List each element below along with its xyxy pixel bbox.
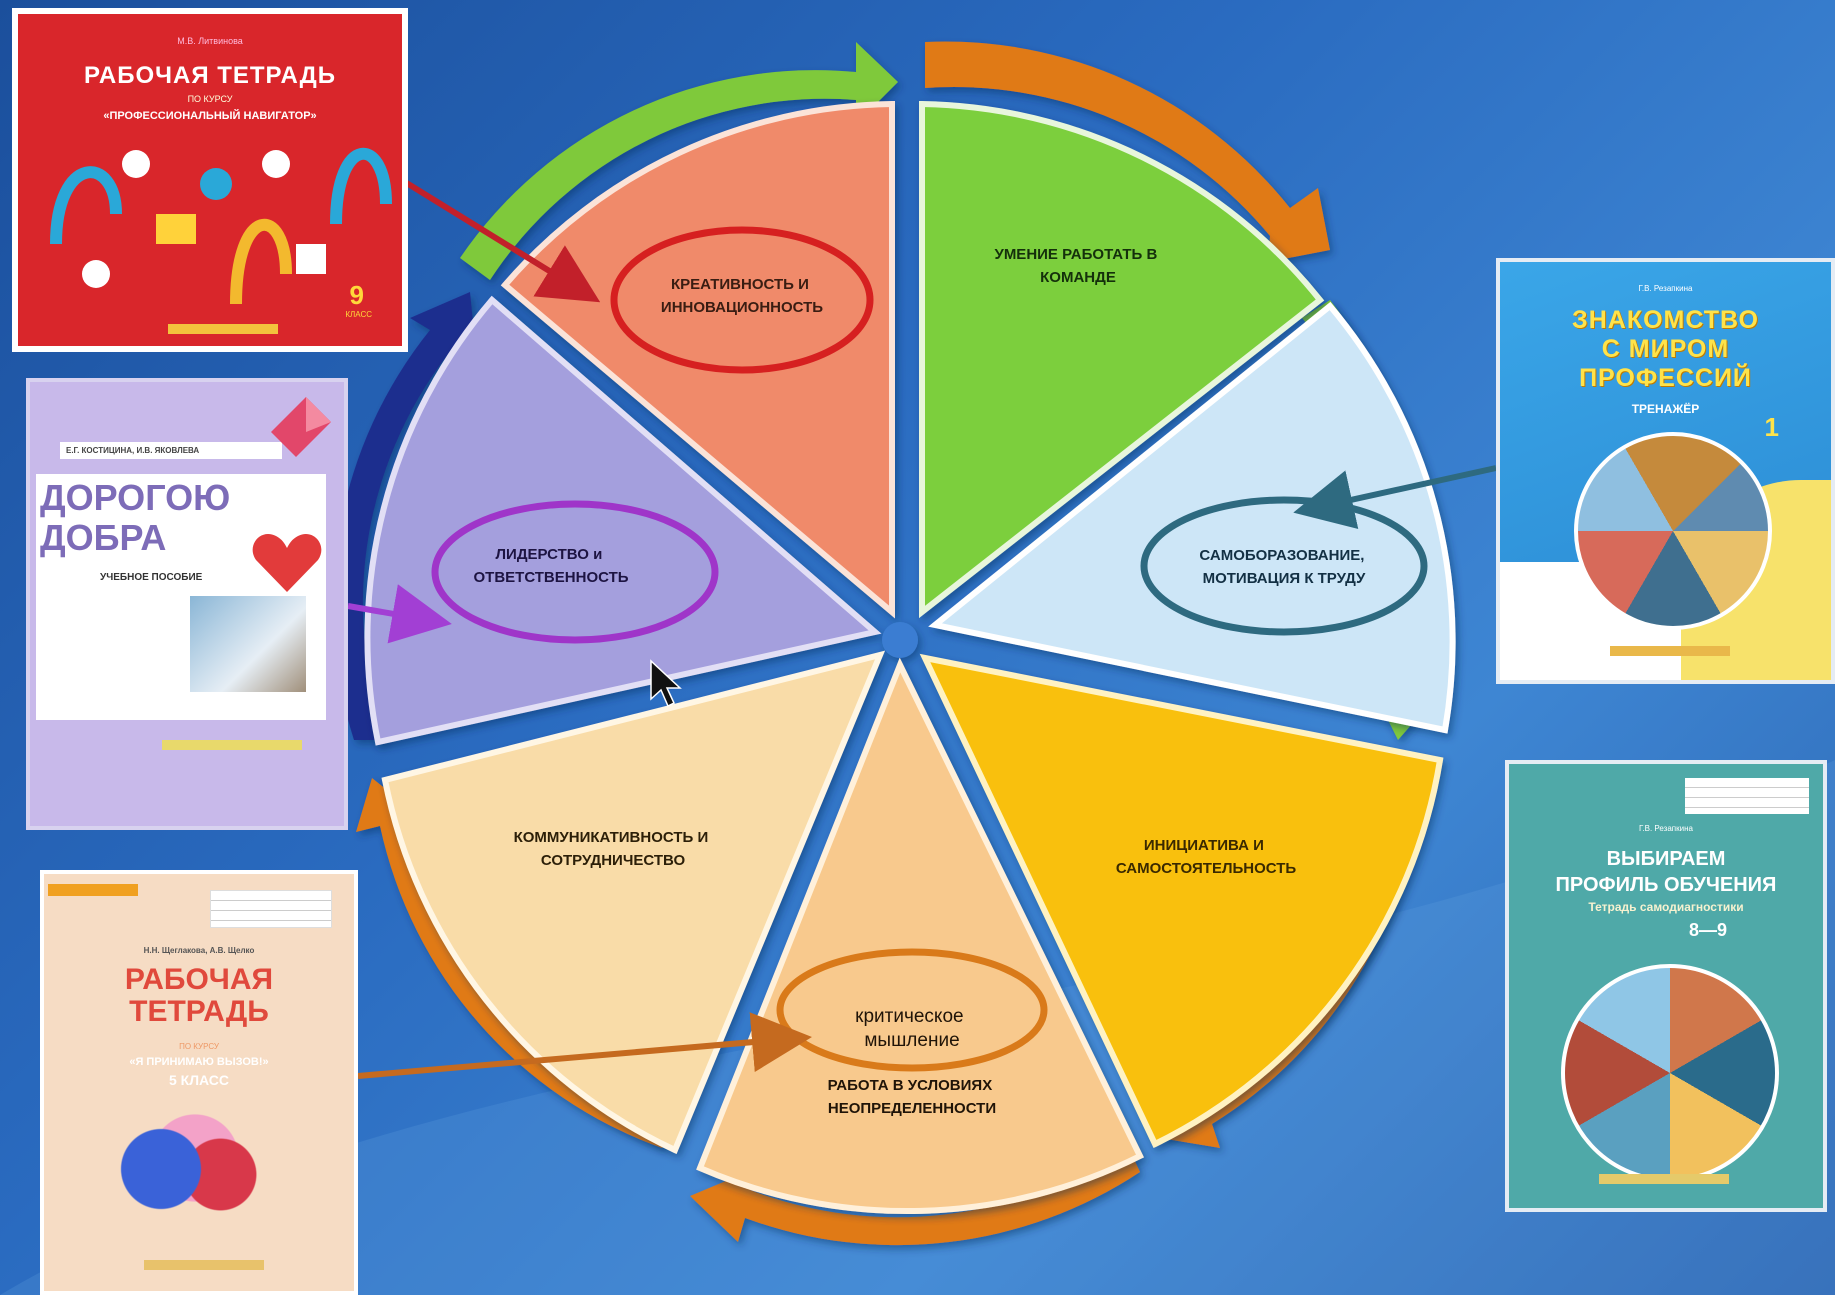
segment-critical[interactable]	[696, 657, 1145, 1215]
book4-band	[1610, 646, 1730, 656]
ring-arrow-orange-left	[356, 778, 676, 1148]
book1-grade: 9	[349, 280, 364, 310]
label-communication: КОММУНИКАТИВНОСТЬ И СОТРУДНИЧЕСТВО	[514, 829, 713, 869]
selfedu-oval	[1140, 496, 1428, 636]
arrow-book2-to-leadership	[347, 584, 452, 644]
book2-photo	[190, 596, 306, 692]
book3-artwork	[110, 1114, 280, 1224]
segment-initiative[interactable]	[919, 653, 1444, 1149]
book1-title: РАБОЧАЯ ТЕТРАДЬ	[83, 62, 337, 89]
segment-teamwork[interactable]	[919, 100, 1325, 619]
arrow-book1-to-creativity	[403, 179, 601, 303]
book5-author: Г.В. Резапкина	[1639, 824, 1693, 833]
book2-subtitle: УЧЕБНОЕ ПОСОБИЕ	[100, 572, 203, 583]
leadership-oval	[431, 500, 719, 644]
book3-subtitle-course: ПО КУРСУ	[179, 1042, 219, 1051]
book5-subtitle: Тетрадь самодиагностики	[1588, 900, 1744, 914]
label-critical-sub: РАБОТА В УСЛОВИЯХ НЕОПРЕДЕЛЕННОСТИ	[828, 1077, 997, 1117]
ring-arrow-green-top	[460, 42, 898, 280]
book5-grade: 8—9	[1689, 920, 1728, 940]
ring-arrow-orange-bottom	[690, 1146, 1140, 1246]
arrow-book3-to-critical	[357, 1012, 812, 1079]
segment-communication[interactable]	[381, 650, 886, 1155]
book5-band	[1599, 1174, 1729, 1184]
label-creativity: КРЕАТИВНОСТЬ И ИННОВАЦИОННОСТЬ	[661, 276, 823, 316]
book4-author: Г.В. Резапкина	[1638, 284, 1693, 293]
wheel-hub	[882, 622, 918, 658]
book1-subtitle-name: «ПРОФЕССИОНАЛЬНЫЙ НАВИГАТОР»	[103, 110, 317, 122]
label-teamwork: УМЕНИЕ РАБОТАТЬ В КОМАНДЕ	[994, 246, 1161, 286]
segment-leadership[interactable]	[364, 295, 882, 746]
book2-grade: 7	[156, 662, 179, 706]
label-critical: критическое мышление	[855, 1006, 969, 1051]
ring-arrow-orange-top	[925, 41, 1330, 262]
arrow-book4-to-selfedu	[1293, 465, 1497, 529]
book1-band	[168, 324, 278, 334]
heart-icon	[252, 534, 322, 592]
book3-band	[144, 1260, 264, 1270]
book5-photo-circle	[1561, 964, 1779, 1182]
label-selfedu: САМОБОРАЗОВАНИЕ, МОТИВАЦИЯ К ТРУДУ	[1199, 547, 1368, 587]
book2-authors: Е.Г. КОСТИЦИНА, И.В. ЯКОВЛЕВА	[60, 442, 282, 459]
origami-crane-icon	[271, 397, 331, 457]
book3-name-lines	[210, 890, 332, 928]
book3-subtitle-name: «Я ПРИНИМАЮ ВЫЗОВ!»	[129, 1056, 269, 1068]
book1-illustration	[50, 147, 392, 305]
label-initiative: ИНИЦИАТИВА И САМОСТОЯТЕЛЬНОСТЬ	[1116, 837, 1297, 877]
book2-band	[162, 740, 302, 750]
label-leadership: ЛИДЕРСТВО и ОТВЕТСТВЕННОСТЬ	[473, 546, 628, 586]
competency-wheel	[364, 100, 1456, 1215]
book1-author: М.В. Литвинова	[177, 36, 243, 46]
book-cover-professional-navigator[interactable]: М.В. Литвинова РАБОЧАЯ ТЕТРАДЬ ПО КУРСУ …	[12, 8, 408, 352]
book4-subtitle: ТРЕНАЖЁР	[1631, 402, 1700, 416]
mouse-cursor-icon	[650, 659, 682, 708]
book3-grade: 5 КЛАСС	[168, 1072, 230, 1088]
creativity-oval	[610, 226, 874, 374]
book4-photo-circle	[1574, 432, 1772, 630]
book1-subtitle-course: ПО КУРСУ	[187, 94, 233, 104]
critical-oval	[776, 948, 1048, 1072]
book5-name-lines	[1685, 778, 1809, 814]
book1-grade-word: КЛАСС	[345, 310, 372, 319]
book3-tag	[48, 884, 138, 896]
book4-grade: 1	[1764, 412, 1779, 442]
book3-authors: Н.Н. Щеглакова, А.В. Щелко	[143, 946, 255, 955]
